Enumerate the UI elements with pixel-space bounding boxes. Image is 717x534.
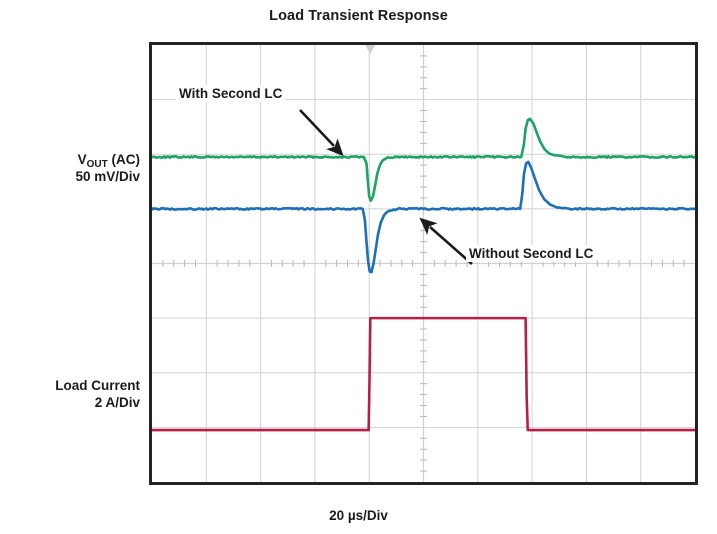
waveform-traces [152,117,695,432]
annotation-with-second-lc: With Second LC [176,85,286,102]
vout-symbol: V [77,152,87,167]
y-axis-label-vout: VOUT (AC) 50 mV/Div [0,152,140,186]
load-current-label-line1: Load Current [55,378,140,393]
vout-label-line1: VOUT (AC) [77,152,141,170]
load-current-label-line2: 2 A/Div [94,394,140,410]
scope-inner [152,45,695,482]
oscilloscope-plot-area [149,42,698,485]
vout-ac-suffix: (AC) [107,152,141,167]
trace-with-second-lc [152,117,695,202]
annotation-without-second-lc: Without Second LC [466,245,597,262]
trace-without-second-lc [152,160,695,274]
vout-label-line2: 50 mV/Div [75,168,140,184]
x-axis-label: 20 µs/Div [329,508,388,523]
page-title: Load Transient Response [269,8,448,24]
y-axis-label-load-current: Load Current 2 A/Div [0,378,140,412]
vout-subscript: OUT [86,158,108,170]
trace-load-current [152,316,695,432]
